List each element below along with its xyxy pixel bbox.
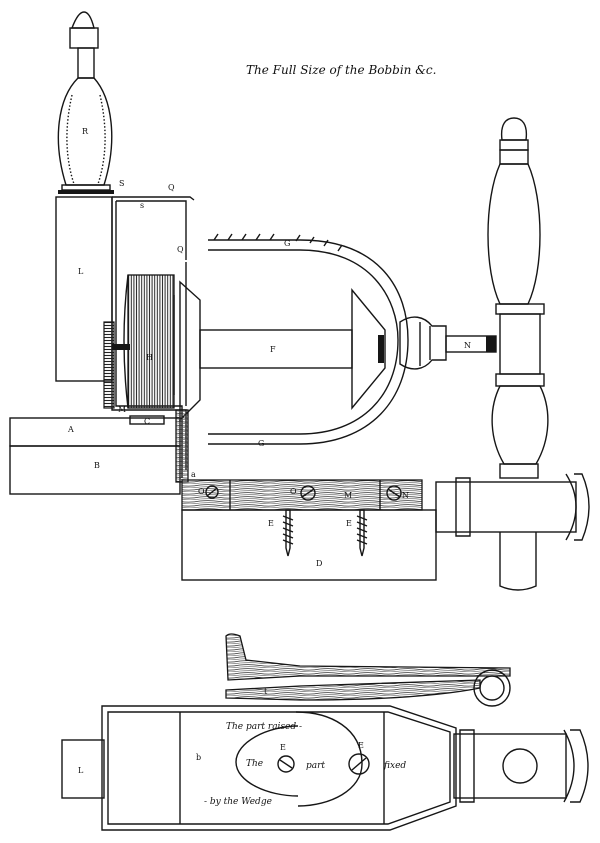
lower-label-l: L [78, 766, 84, 775]
upper-figure: R S Q s Q L G H F N M A C G B a O O M N … [9, 11, 590, 591]
label-f: F [270, 345, 276, 354]
label-n: N [464, 341, 471, 350]
label-e-right: E [346, 519, 352, 528]
raised-part-outline [235, 711, 363, 807]
whorl-h [112, 274, 201, 422]
label-c: C [144, 417, 150, 426]
upright-post [175, 409, 189, 483]
text-part: part [306, 761, 325, 771]
label-g-top: G [284, 239, 290, 248]
label-s-small: s [140, 201, 144, 210]
label-o-mid: O [290, 487, 297, 496]
label-g-bottom: G [258, 439, 264, 448]
plate-title: The Full Size of the Bobbin &c. [246, 63, 436, 77]
label-r: R [82, 127, 89, 136]
lever-t: t [225, 633, 511, 707]
lower-frame [101, 705, 457, 831]
label-s: S [119, 179, 124, 188]
right-upright-handle [487, 117, 549, 479]
spindle-shaft-n [445, 335, 497, 353]
label-b: B [94, 461, 100, 470]
text-by-wedge: - by the Wedge [204, 797, 272, 807]
lower-label-e-right: E [358, 741, 364, 750]
flyer-hooks [213, 233, 343, 252]
label-m-small: M [118, 405, 126, 414]
text-part-raised: The part raised - [226, 722, 302, 732]
label-m-plate: M [344, 491, 352, 500]
label-d: D [316, 559, 322, 568]
lower-label-e-left: E [280, 743, 286, 752]
bobbin-f [199, 288, 386, 410]
plate-m [181, 479, 423, 511]
label-a: A [67, 425, 74, 434]
base-b [9, 445, 181, 495]
lower-cylinder [453, 729, 589, 803]
label-q-side: Q [177, 245, 184, 254]
base-a [9, 417, 181, 447]
screws-e [282, 509, 368, 557]
label-o-left: O [198, 487, 205, 496]
support-arm [435, 473, 590, 591]
flyer-g [208, 233, 447, 445]
base-d [181, 509, 437, 581]
lower-figure: t L b E E [61, 633, 589, 831]
label-q-top: Q [168, 183, 175, 192]
label-t-small: t [264, 687, 268, 696]
lower-block-l: L [61, 739, 105, 799]
label-a-small: a [191, 470, 196, 479]
label-l: L [78, 267, 84, 276]
distaff-handle-r [57, 11, 114, 194]
lower-screws-e: E E [277, 741, 370, 775]
label-h: H [146, 353, 153, 362]
lower-annotations: The part raised - The part fixed - by th… [204, 722, 406, 807]
text-the: The [246, 759, 263, 769]
label-n-plate: N [402, 491, 409, 500]
upper-labels: R S Q s Q L G H F N M A C G B a O O M N … [67, 127, 471, 568]
label-b-small: b [196, 753, 201, 762]
piece-c [129, 415, 165, 425]
label-e-left: E [268, 519, 274, 528]
text-fixed: fixed [383, 761, 406, 771]
